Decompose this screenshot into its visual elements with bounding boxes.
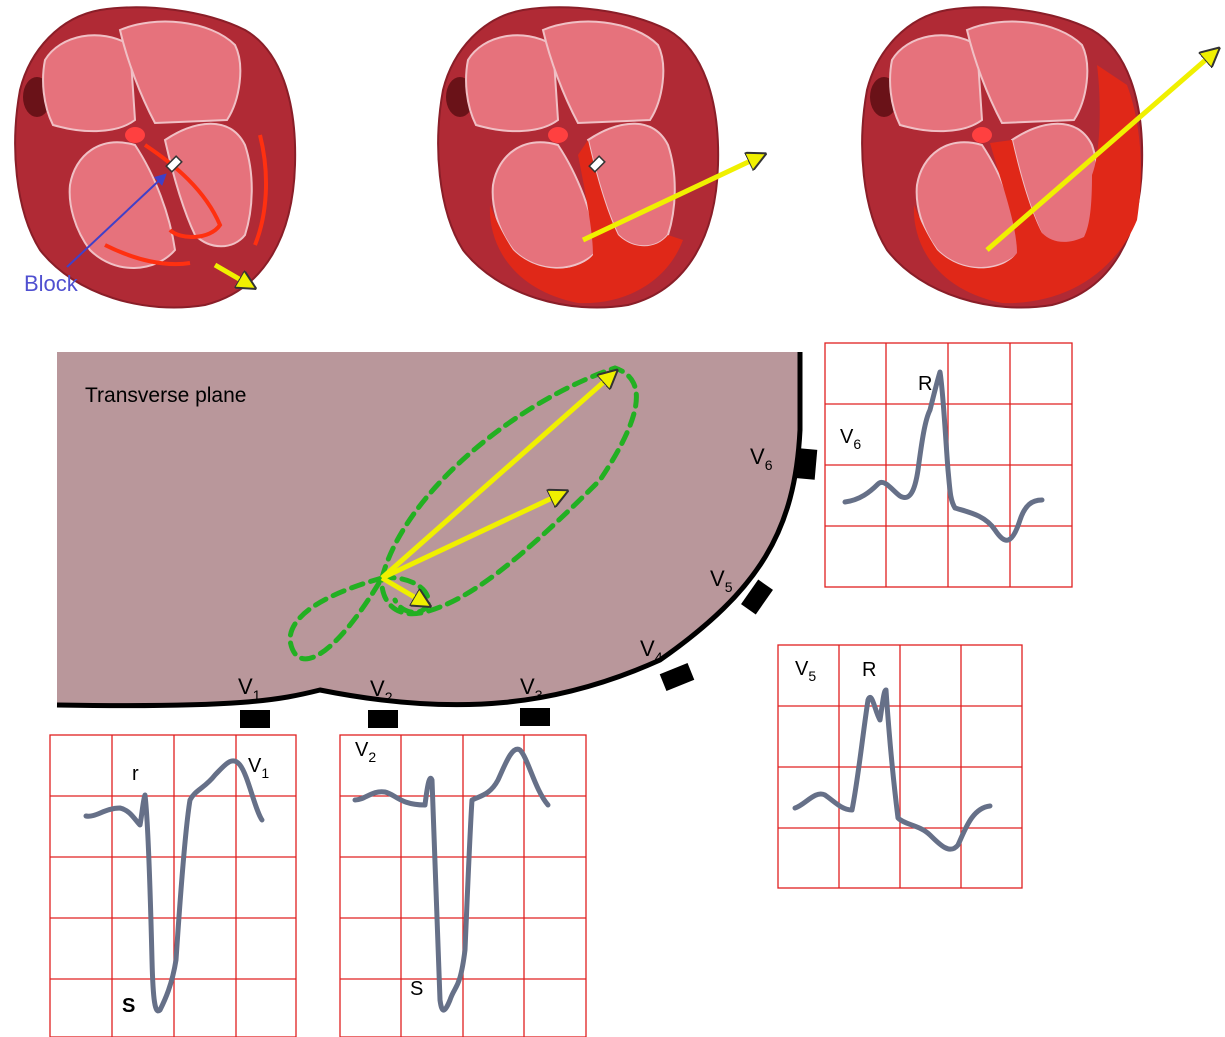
ecg-label-v6-r: R: [918, 373, 932, 395]
electrode-v6: [797, 448, 818, 479]
ecg-trace-v2: [355, 749, 548, 1010]
plane-label: Transverse plane: [85, 384, 246, 407]
ecg-label-v5-lead: V5: [795, 658, 816, 684]
ecg-label-v1-r: r: [132, 763, 139, 785]
heart-diagram-1: [15, 7, 295, 307]
ecg-label-v5-r: R: [862, 659, 876, 681]
electrode-v3: [520, 708, 550, 726]
ecg-grid-v2: [340, 735, 586, 1037]
block-label: Block: [24, 271, 79, 296]
electrode-v2: [368, 710, 398, 728]
electrode-v1: [240, 710, 270, 728]
heart-diagram-3: [862, 7, 1217, 307]
ecg-label-v6-lead: V6: [840, 426, 861, 452]
ecg-grid-v1: [50, 735, 296, 1037]
electrode-v4: [660, 663, 695, 691]
ecg-label-v2-s: S: [410, 978, 423, 1000]
ecg-label-v2-lead: V2: [355, 739, 376, 765]
ecg-label-v1-s: S: [122, 995, 135, 1017]
heart-diagram-2: [438, 7, 763, 307]
ecg-trace-v6: [845, 372, 1042, 540]
ecg-label-v1-lead: V1: [248, 755, 269, 781]
